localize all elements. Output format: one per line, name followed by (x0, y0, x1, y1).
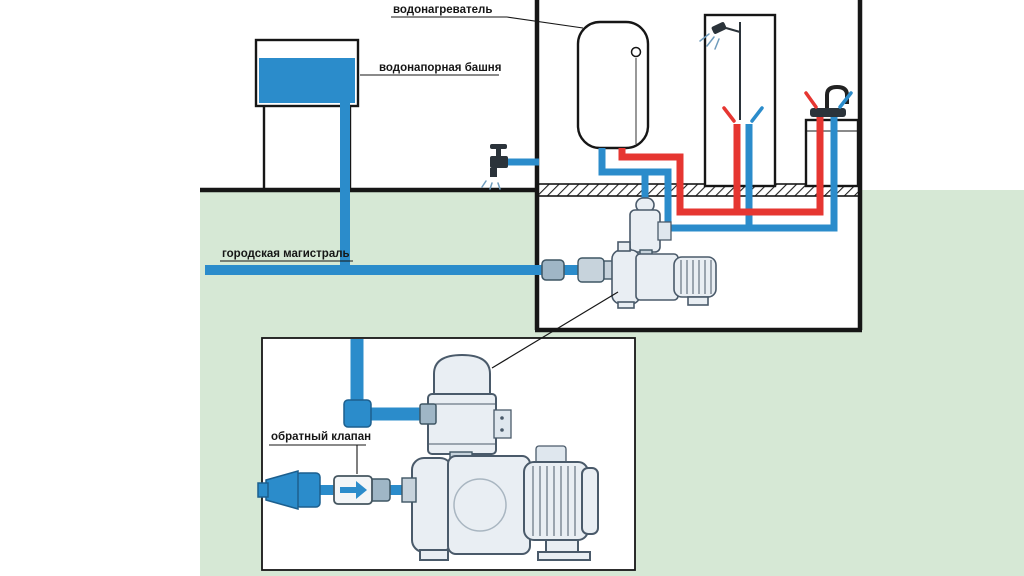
unit-body (629, 209, 661, 253)
terminal-screw (500, 416, 504, 420)
faucet-spout (825, 84, 849, 108)
motor-end-cap (581, 467, 599, 535)
pump-foot-front (617, 301, 635, 309)
unit-dome (433, 353, 491, 399)
shower-head-icon (711, 22, 727, 34)
motor-housing (523, 461, 589, 541)
label-city-main: городская магистраль (222, 248, 350, 260)
fitting-collar (295, 472, 321, 508)
pipe-union-2 (577, 257, 605, 283)
hot-distribution-pipe (618, 116, 824, 216)
shower-spray (699, 33, 720, 50)
shower-head-assembly (699, 22, 764, 123)
volute-detail (453, 478, 507, 532)
water-heater (576, 20, 650, 150)
shower-hot-valve (722, 106, 736, 123)
unit-terminal-box (657, 221, 672, 241)
tap-spout (490, 168, 497, 177)
sink-faucet (804, 84, 853, 117)
pump-motor (673, 256, 717, 298)
unit-inlet-nut (419, 403, 437, 425)
inset-detail (257, 337, 636, 571)
label-water-tower: водонапорная башня (379, 62, 501, 74)
inlet-flange (401, 477, 417, 503)
pressure-control-unit-inset (419, 353, 512, 465)
shower-arm (725, 27, 741, 33)
cold-distribution-pipe (598, 116, 838, 232)
terminal-screw (500, 428, 504, 432)
base-plate (537, 551, 591, 561)
fitting-end (257, 482, 269, 498)
outdoor-tap (481, 144, 508, 190)
tap-body (490, 156, 508, 168)
inset-elbow-fitting (343, 399, 372, 428)
detail-callout-line (491, 291, 619, 369)
pipe-union-1 (541, 259, 565, 281)
unit-terminal-box (493, 409, 512, 439)
pump-foot-front (419, 549, 449, 561)
label-water-heater: водонагреватель (393, 4, 492, 16)
label-check-valve: обратный клапан (271, 431, 371, 443)
tap-drips (481, 180, 501, 190)
labels: водонагреватель водонапорная башня город… (220, 4, 584, 474)
tap-handle (490, 144, 507, 149)
pump-priming-plug (617, 241, 631, 252)
compression-fitting (257, 470, 321, 510)
faucet-body (810, 108, 846, 117)
flow-arrow-icon (340, 481, 367, 499)
pump-body (447, 455, 531, 555)
pump-assembly-main (541, 197, 717, 309)
pump-inset (411, 445, 599, 561)
pressure-control-unit-main (629, 197, 672, 253)
heater-body (576, 20, 650, 150)
tap-stem (496, 149, 501, 157)
sink-hot-valve (804, 91, 818, 109)
unit-body (427, 393, 497, 455)
shower-cold-valve (750, 106, 764, 123)
hot-water-pipes (618, 116, 824, 216)
pump-front-head (411, 457, 453, 553)
check-valve (333, 475, 373, 505)
pump-body (635, 253, 679, 301)
label-water-heater-pointer (506, 16, 584, 29)
pump-foot-rear (687, 296, 709, 306)
tower-water (259, 58, 355, 103)
motor-housing (673, 256, 717, 298)
water-tower (254, 38, 360, 190)
motor-ribs (532, 466, 576, 536)
sink-cold-valve (838, 91, 853, 109)
heater-dial (630, 46, 642, 58)
